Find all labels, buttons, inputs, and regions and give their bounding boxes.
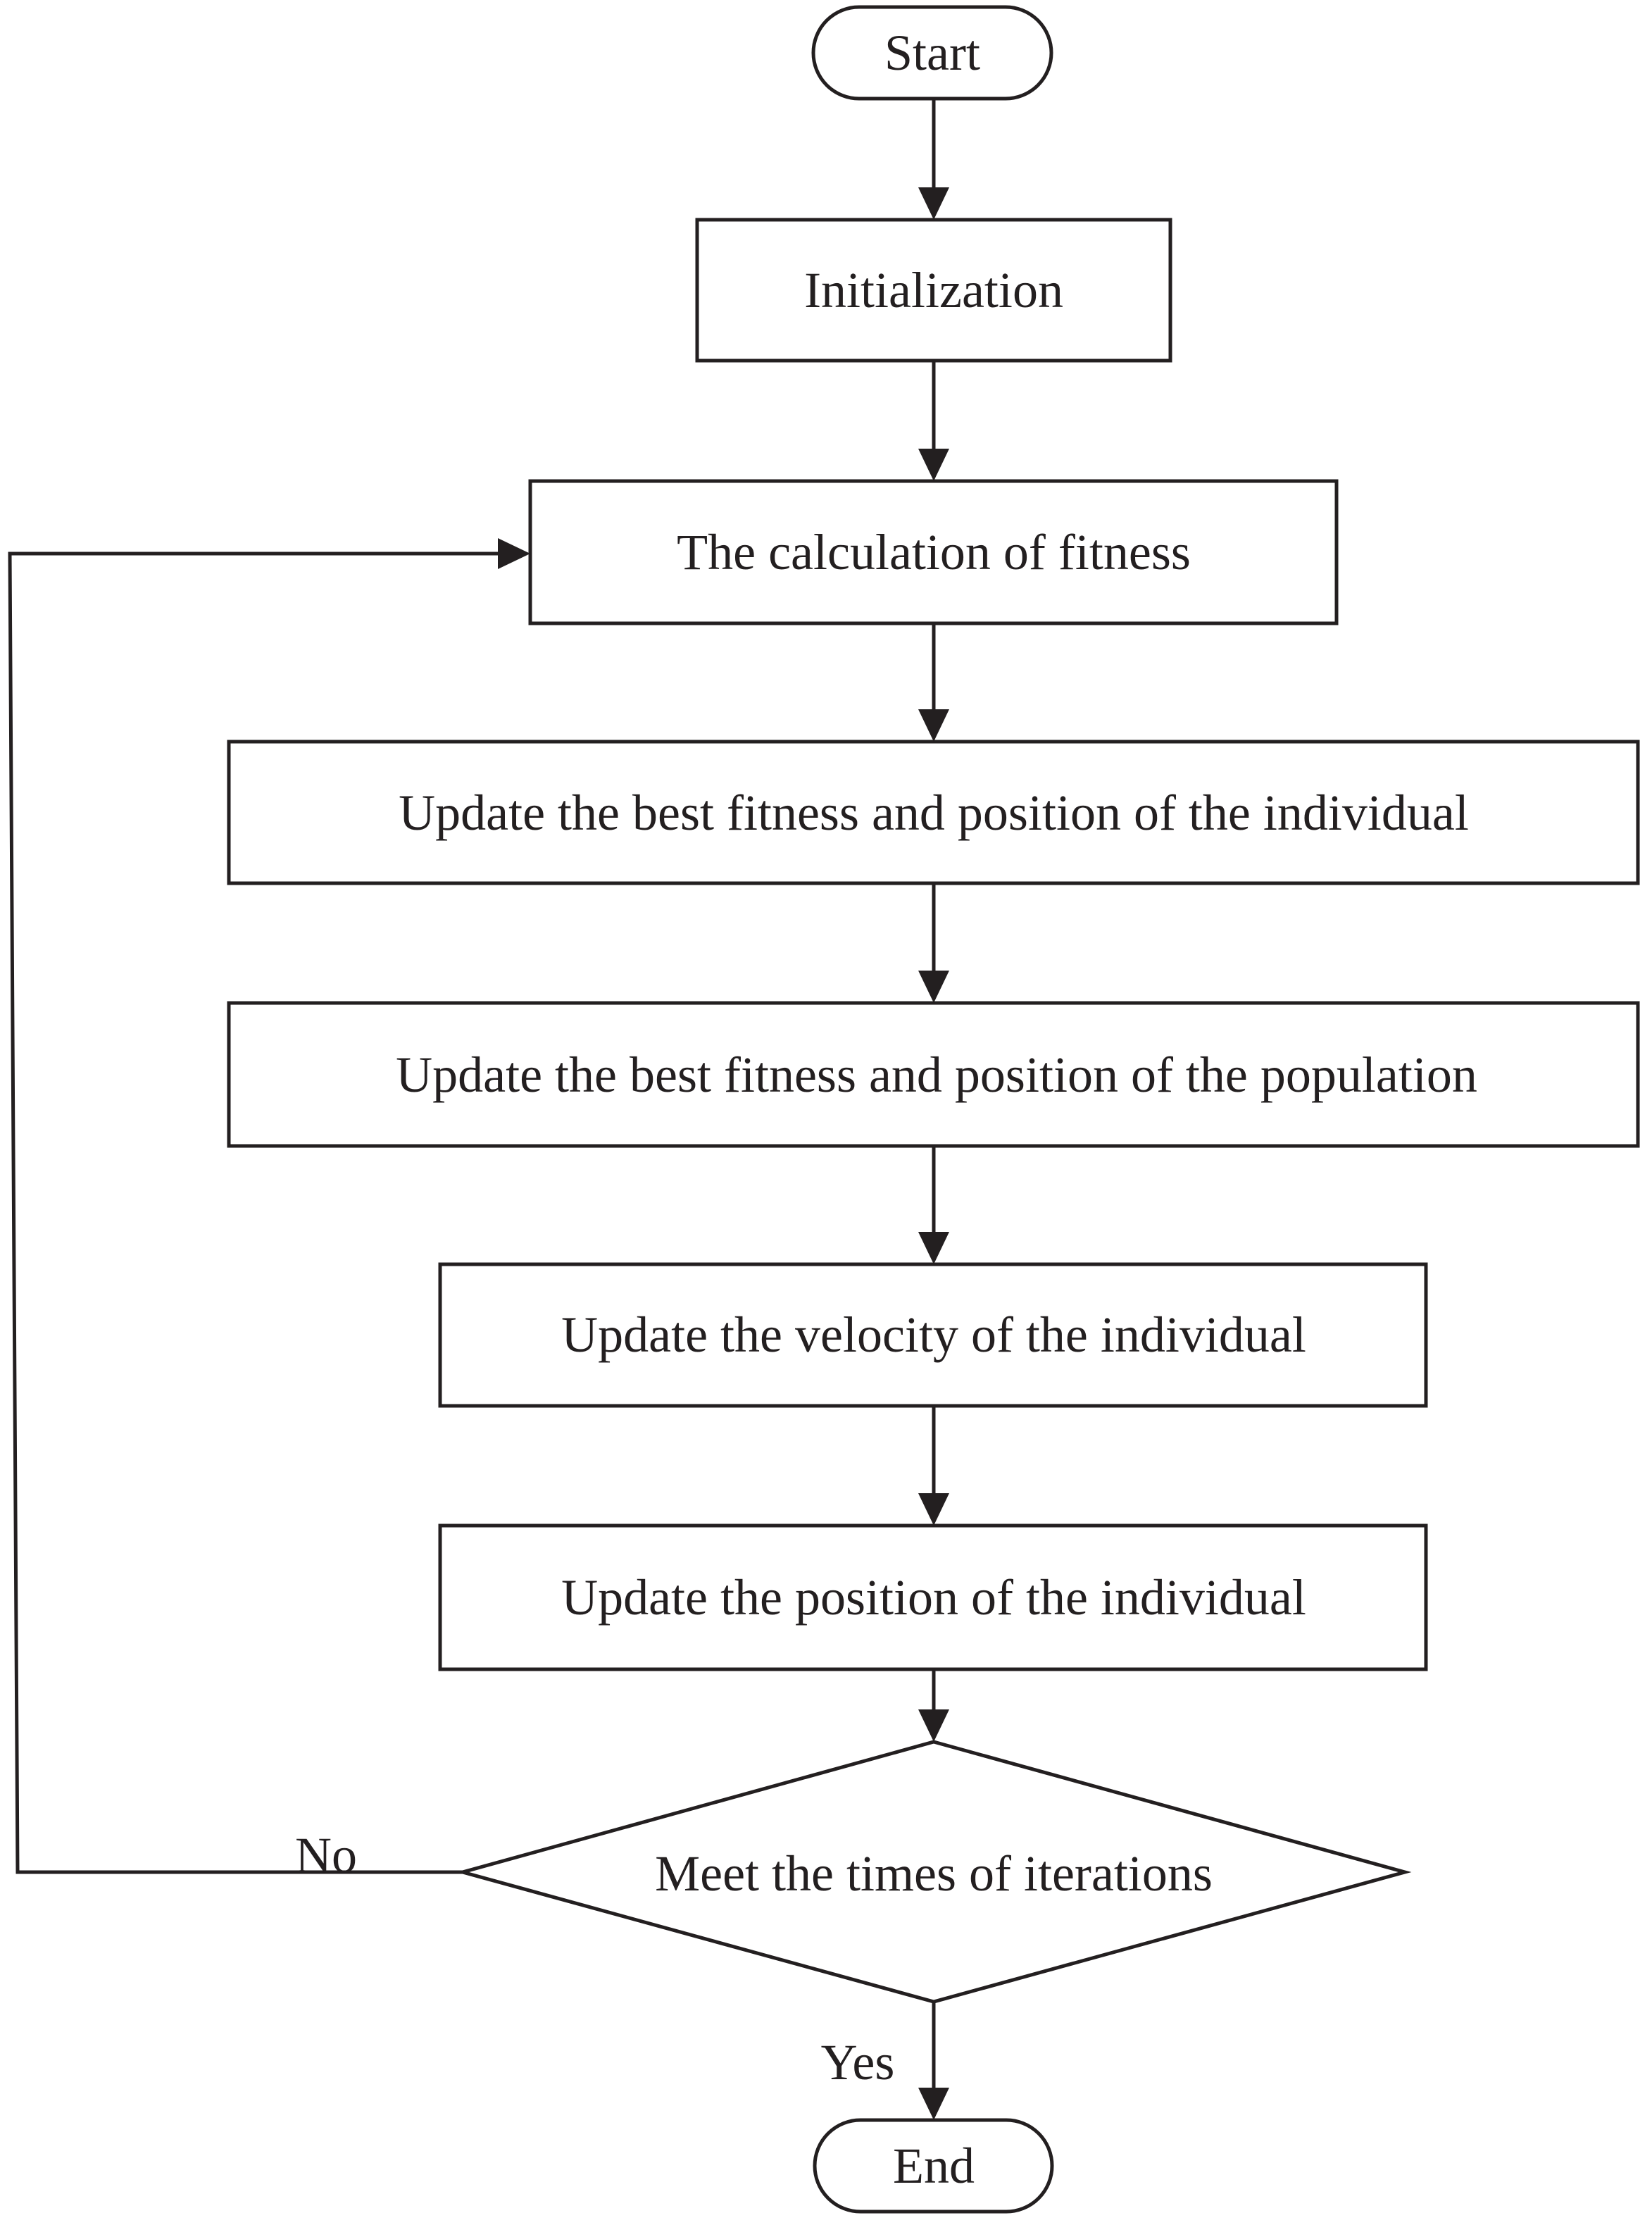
initialization-box: Initialization: [695, 218, 1172, 363]
iteration-decision-label: Meet the times of iterations: [655, 1845, 1213, 1902]
connector-fitness-to-individual-best: [918, 623, 949, 742]
end-node: End: [813, 2118, 1054, 2214]
update-population-best-box: Update the best fitness and position of …: [227, 1001, 1640, 1148]
connector-position-to-decision: [918, 1669, 949, 1742]
connector-individual-to-population-best: [918, 883, 949, 1003]
connector-velocity-to-position: [918, 1406, 949, 1526]
fitness-calculation-label: The calculation of fitness: [677, 524, 1191, 580]
connector-start-to-initialization: [918, 99, 949, 220]
no-branch-label: No: [295, 1827, 357, 1883]
iteration-decision: Meet the times of iterations: [456, 1740, 1412, 2004]
connector-no-loop-back: [8, 538, 530, 1874]
start-label: Start: [884, 25, 980, 81]
update-individual-best-box: Update the best fitness and position of …: [227, 740, 1640, 885]
update-population-best-label: Update the best fitness and position of …: [396, 1047, 1477, 1103]
update-individual-best-label: Update the best fitness and position of …: [399, 785, 1469, 841]
update-position-box: Update the position of the individual: [438, 1523, 1428, 1671]
connector-population-best-to-velocity: [918, 1146, 949, 1264]
update-position-label: Update the position of the individual: [561, 1569, 1306, 1626]
end-label: End: [893, 2138, 975, 2194]
update-velocity-box: Update the velocity of the individual: [438, 1262, 1428, 1408]
initialization-label: Initialization: [804, 262, 1063, 318]
connector-initialization-to-fitness: [918, 361, 949, 481]
fitness-calculation-box: The calculation of fitness: [528, 479, 1339, 625]
start-node: Start: [811, 5, 1053, 101]
update-velocity-label: Update the velocity of the individual: [561, 1307, 1306, 1363]
connector-decision-to-end: [918, 2002, 949, 2120]
yes-branch-label: Yes: [821, 2034, 895, 2090]
